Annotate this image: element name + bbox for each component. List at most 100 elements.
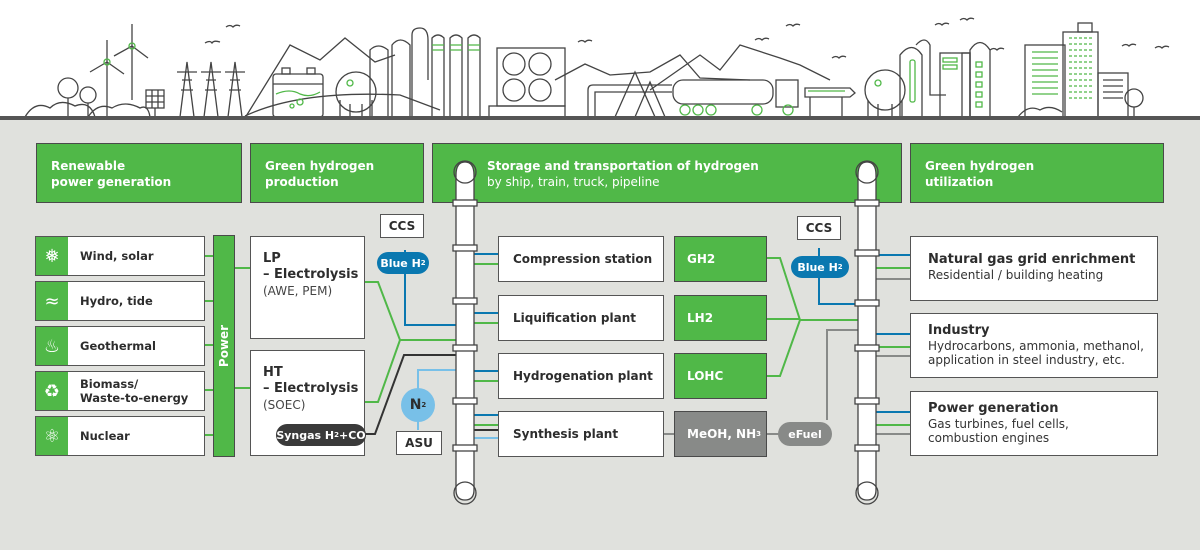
mountain-icon — [244, 37, 396, 119]
power-bus-label: Power — [217, 324, 231, 368]
plant-hydrogenation: Hydrogenation plant — [498, 353, 664, 399]
lp-subtitle: – Electrolysis — [263, 267, 359, 282]
tanker-truck-icon — [672, 79, 774, 105]
signpost-icon — [804, 87, 856, 98]
product-subscript: 3 — [756, 430, 762, 438]
plant-label: Liquification plant — [513, 311, 637, 325]
efuel-label: eFuel — [788, 427, 822, 441]
chimney-stacks-icon — [431, 34, 481, 117]
use-description: Residential / building heating — [928, 268, 1104, 282]
product-label: GH2 — [687, 252, 716, 266]
lp-title: LP — [263, 251, 281, 266]
product-label: MeOH, NH — [687, 427, 757, 441]
use-natural-gas-grid: Natural gas grid enrichment Residential … — [910, 236, 1158, 301]
source-label: Nuclear — [80, 429, 130, 443]
power-pylon-icon — [201, 61, 221, 118]
pipe-left — [452, 160, 478, 505]
geothermal-icon: ♨ — [36, 327, 68, 365]
product-lh2: LH2 — [674, 295, 767, 341]
header-hydrogen-utilization: Green hydrogen utilization — [910, 143, 1164, 203]
use-title: Natural gas grid enrichment — [928, 252, 1136, 267]
syngas-suffix: +CO — [339, 428, 366, 442]
efuel-pill: eFuel — [778, 422, 832, 446]
lp-note: (AWE, PEM) — [263, 284, 333, 298]
header-subtitle: by ship, train, truck, pipeline — [487, 175, 660, 189]
ccs-right-box: CCS — [797, 216, 841, 240]
syngas-subscript: 2 — [334, 431, 340, 439]
wind-turbine-icon: ❅ — [36, 237, 68, 275]
ccs-label: CCS — [388, 219, 416, 233]
header-subtitle: power generation — [51, 175, 172, 189]
recycle-icon: ♻ — [36, 372, 68, 410]
plant-liquification: Liquification plant — [498, 295, 664, 341]
header-subtitle: utilization — [925, 175, 994, 189]
pipeline-icon — [587, 84, 672, 117]
ccs-label: CCS — [805, 221, 833, 235]
source-biomass: ♻ Biomass/ Waste-to-energy — [35, 371, 205, 411]
use-title: Industry — [928, 323, 990, 338]
pipe-right — [854, 160, 880, 505]
mountain-icon — [554, 54, 751, 81]
source-label: Hydro, tide — [80, 294, 153, 308]
asu-box: ASU — [396, 431, 442, 455]
blue-h2-subscript: 2 — [837, 263, 843, 271]
header-title: Renewable — [51, 159, 126, 173]
plant-label: Hydrogenation plant — [513, 369, 653, 383]
blue-h2-label: Blue H — [797, 260, 838, 274]
skyline-illustration — [0, 17, 1200, 119]
ht-title: HT — [263, 365, 283, 380]
product-lohc: LOHC — [674, 353, 767, 399]
source-label: Biomass/ Waste-to-energy — [80, 377, 189, 405]
birds-icon — [204, 17, 1170, 59]
header-hydrogen-production: Green hydrogen production — [250, 143, 424, 203]
blue-h2-label: Blue H — [380, 256, 421, 270]
blue-h2-subscript: 2 — [420, 259, 426, 267]
source-label: Geothermal — [80, 339, 156, 353]
source-nuclear: ⚛ Nuclear — [35, 416, 205, 456]
product-gh2: GH2 — [674, 236, 767, 282]
source-wind-solar: ❅ Wind, solar — [35, 236, 205, 276]
bush-icon — [1017, 106, 1063, 118]
water-drop-icon: ≈ — [36, 282, 68, 320]
header-title: Green hydrogen — [925, 159, 1035, 173]
ht-note: (SOEC) — [263, 398, 306, 412]
ht-subtitle: – Electrolysis — [263, 381, 359, 396]
syngas-label: Syngas H — [276, 428, 335, 442]
hill-icon — [244, 93, 441, 117]
use-power-generation: Power generation Gas turbines, fuel cell… — [910, 391, 1158, 456]
mountain-icon — [649, 44, 831, 91]
n2-subscript: 2 — [421, 401, 427, 409]
header-storage-transport: Storage and transportation of hydrogen b… — [432, 143, 902, 203]
header-renewable-power: Renewable power generation — [36, 143, 242, 203]
n2-label: N — [409, 397, 422, 413]
plant-label: Synthesis plant — [513, 427, 619, 441]
plant-label: Compression station — [513, 252, 653, 266]
use-title: Power generation — [928, 401, 1059, 416]
distillation-column-icon — [369, 45, 389, 117]
power-bus: Power — [213, 235, 235, 457]
gas-tank-icon — [864, 69, 906, 111]
lp-electrolysis-box: LP – Electrolysis (AWE, PEM) — [250, 236, 365, 339]
source-label: Wind, solar — [80, 249, 154, 263]
reactor-icon — [899, 46, 923, 117]
ccs-left-box: CCS — [380, 214, 424, 238]
use-description: Hydrocarbons, ammonia, methanol, applica… — [928, 339, 1144, 367]
header-title: Green hydrogen — [265, 159, 375, 173]
product-label: LH2 — [687, 311, 714, 325]
header-subtitle: production — [265, 175, 339, 189]
asu-label: ASU — [405, 436, 433, 450]
power-pylon-icon — [225, 61, 245, 118]
power-pylon-icon — [177, 61, 197, 118]
header-title: Storage and transportation of hydrogen — [487, 159, 759, 173]
source-hydro-tide: ≈ Hydro, tide — [35, 281, 205, 321]
gas-tank-icon — [335, 71, 377, 113]
use-industry: Industry Hydrocarbons, ammonia, methanol… — [910, 313, 1158, 378]
atom-icon: ⚛ — [36, 417, 68, 455]
